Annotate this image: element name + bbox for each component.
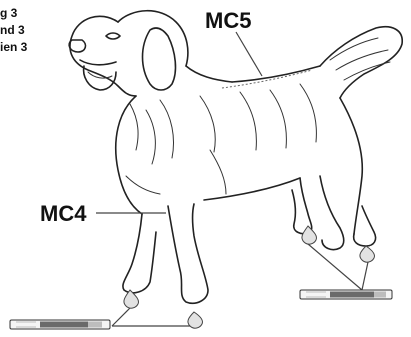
droplet-icon bbox=[302, 226, 317, 244]
connector-line bbox=[112, 308, 130, 326]
connector-line bbox=[362, 262, 368, 290]
droplet-icon bbox=[360, 246, 375, 262]
leader-mc5 bbox=[236, 32, 262, 76]
corner-text-2: nd 3 bbox=[0, 23, 25, 37]
test-strip-icon bbox=[10, 320, 110, 329]
dog-illustration bbox=[69, 11, 402, 304]
corner-text-1: g 3 bbox=[0, 6, 18, 20]
test-strip-icon bbox=[300, 290, 392, 299]
label-mc5: MC5 bbox=[205, 8, 251, 33]
corner-text-3: ien 3 bbox=[0, 40, 28, 54]
sample-area-back bbox=[222, 70, 312, 88]
droplet-icon bbox=[188, 312, 203, 328]
connector-line bbox=[308, 244, 362, 290]
label-mc4: MC4 bbox=[40, 201, 87, 226]
